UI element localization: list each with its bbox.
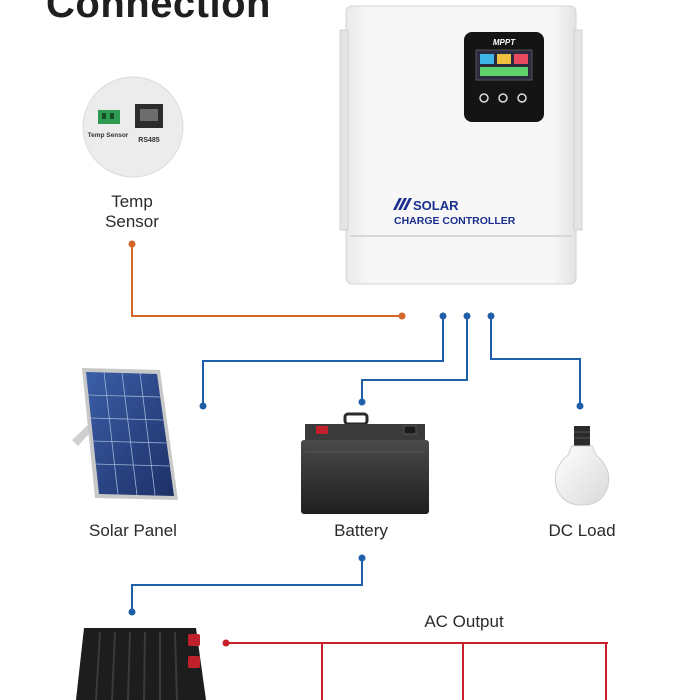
controller-brand-line1: SOLAR — [413, 198, 459, 213]
dc-load-label: DC Load — [548, 521, 616, 540]
page-title: Connection — [46, 0, 271, 26]
controller-screen-brand: MPPT — [493, 38, 516, 47]
battery-label: Battery — [334, 521, 388, 540]
controller-brand-line2: CHARGE CONTROLLER — [394, 215, 516, 227]
temp-sensor-label-line2: Sensor — [105, 212, 159, 231]
closeup-port-label-rs485: RS485 — [138, 137, 160, 144]
temp-sensor-port-closeup: Temp Sensor RS485 — [82, 76, 184, 178]
temp-sensor-label-line1: Temp — [111, 192, 153, 211]
light-bulb-image — [554, 426, 610, 506]
solar-panel-wire — [199, 312, 447, 410]
controller-screen-panel — [464, 32, 544, 122]
battery-wire — [358, 312, 471, 406]
charge-controller: MPPT SOLAR CHARGE CONTROLLER — [339, 5, 583, 285]
ac-output-wires — [222, 639, 608, 700]
dc-load-wire — [487, 312, 584, 410]
solar-panel-image — [72, 368, 178, 500]
ac-output-label: AC Output — [424, 612, 504, 631]
inverter-image — [76, 628, 206, 700]
sensor-wire — [128, 240, 406, 320]
controller-logo-icon — [393, 198, 412, 210]
closeup-port-label-temp: Temp Sensor — [88, 132, 129, 139]
solar-panel-label: Solar Panel — [89, 521, 177, 540]
temp-sensor-label: Temp Sensor — [82, 192, 182, 232]
inverter-wire — [128, 554, 366, 616]
battery-image — [301, 412, 429, 514]
